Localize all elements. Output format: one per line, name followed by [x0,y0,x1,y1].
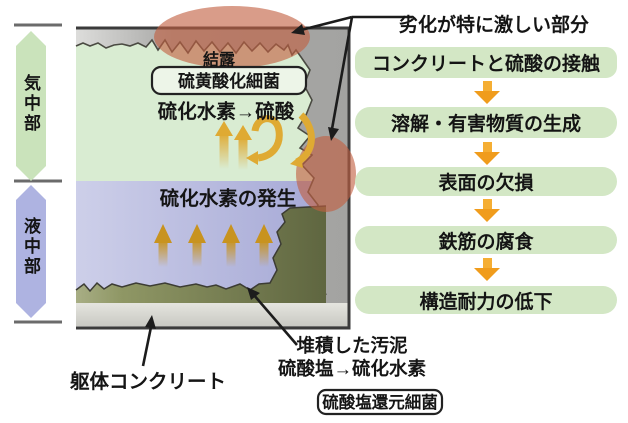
air-zone-label: 気中部 [21,74,40,134]
h2s-rising-arrows-icon [154,224,273,267]
air-zone-extent-arrow [16,31,46,181]
sludge-bacteria-box [316,388,444,416]
structure-concrete-label: 躯体コンクリート [69,370,226,393]
sludge-reaction-label: 硫酸塩→硫化水素 [278,358,426,379]
flow-step-surface-defect: 表面の欠損 [355,167,617,196]
sludge-region [76,206,326,303]
air-reaction-label: 硫化水素→硫酸 [158,100,295,123]
flow-down-arrow-icon [473,81,501,104]
callout-arrows [141,15,412,367]
condensation-label: 結露 [203,50,236,69]
bottom-slab [76,303,349,326]
gas-cycle-arrows-icon [215,112,315,170]
severe-deterioration-callout: 劣化が特に激しい部分 [398,15,589,36]
sludge-bacteria-label: 硫酸塩還元細菌 [322,392,438,412]
flow-step-contact: コンクリートと硫酸の接触 [355,47,617,78]
flow-down-arrow-icon [473,142,501,165]
flow-step-strength-loss: 構造耐力の低下 [355,286,617,314]
air-bacteria-label: 硫黄酸化細菌 [178,71,280,91]
flow-step-dissolution: 溶解・有害物質の生成 [355,107,617,138]
flow-step-rebar-corrosion: 鉄筋の腐食 [355,226,617,254]
flow-down-arrow-icon [473,258,501,281]
h2s-generation-label: 硫化水素の発生 [160,187,297,210]
concrete-frame [76,28,349,328]
air-bacteria-box [150,65,308,96]
zone-ruler [14,23,62,324]
sludge-label: 堆積した汚泥 [296,335,408,356]
callout-arrowheads [145,24,339,329]
liquid-zone-label: 液中部 [21,217,40,277]
sludge-surface-line [75,205,327,293]
liquid-zone-extent-arrow [16,185,46,318]
highlight-top-blob [154,6,310,68]
flow-down-arrow-icon [473,199,501,222]
highlight-waterline-blob [296,136,356,212]
